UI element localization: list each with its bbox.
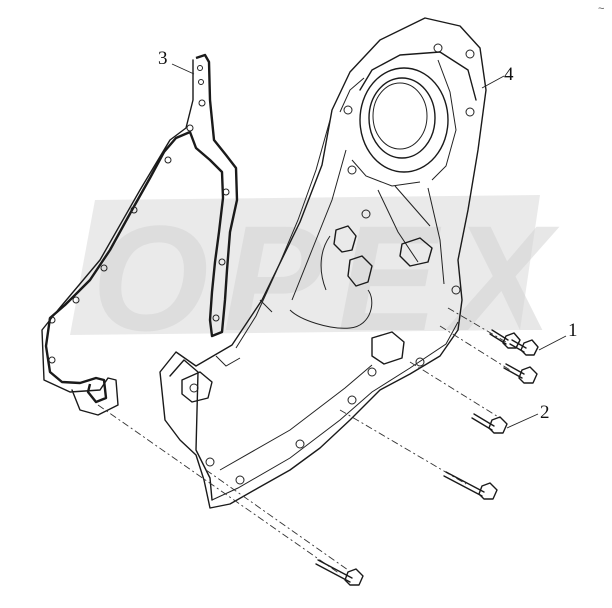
bolt-part-1-b [509, 339, 539, 356]
watermark: OPEX [70, 194, 560, 362]
gasket-part-3 [41, 53, 239, 416]
callout-label-2: 2 [540, 402, 550, 423]
assembly-centerlines [97, 307, 511, 575]
callout-label-4: 4 [504, 64, 514, 85]
corner-mark: ~ [598, 3, 604, 15]
bolt-part-2-a [471, 413, 508, 434]
bolt-part-1-c [503, 363, 538, 384]
leader-lines [171, 63, 567, 429]
callout-label-1: 1 [568, 320, 578, 341]
bolt-part-2-c [315, 559, 364, 586]
bolt-part-2-b [443, 471, 498, 500]
callout-label-3: 3 [158, 48, 168, 69]
front-cover-part-4 [159, 17, 487, 509]
